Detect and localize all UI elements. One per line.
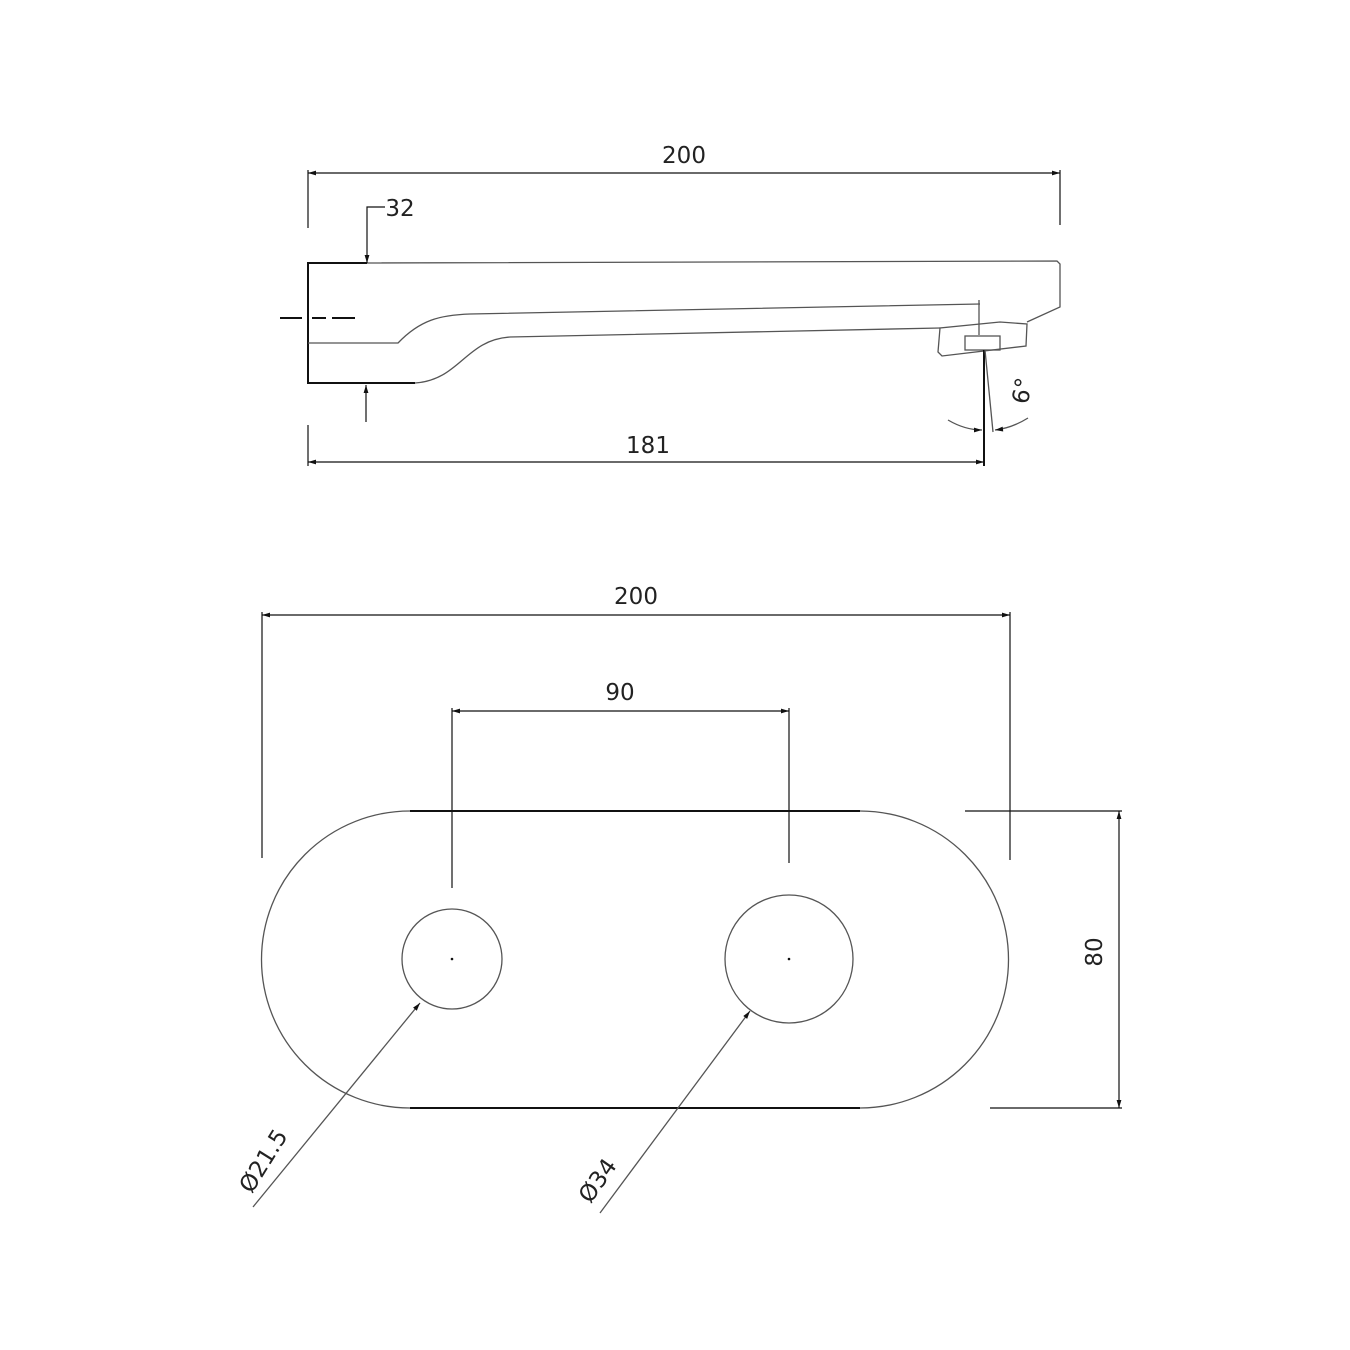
angle-line (984, 349, 994, 433)
small-hole (401, 908, 503, 1010)
aerator (937, 321, 1028, 357)
angle-label: 6° (1008, 376, 1038, 406)
angle-arc-right (994, 417, 1029, 432)
plate-height-label: 80 (1082, 937, 1108, 966)
width-label: 200 (614, 584, 658, 610)
wall-flange (307, 262, 415, 384)
spout-inner-line (308, 303, 981, 344)
length-label: 200 (662, 143, 706, 169)
plate-left-arc (260, 810, 411, 1109)
spout-top-outline (366, 260, 1061, 323)
angle-arc-left (947, 419, 983, 433)
large-hole-leader (599, 1010, 751, 1214)
spout-bottom-outline (414, 327, 941, 384)
large-hole-label: Ø34 (574, 1154, 622, 1208)
plate-view: 200 90 80 Ø21.5 Ø34 (235, 584, 1122, 1214)
height-leader (364, 206, 385, 263)
small-hole-label: Ø21.5 (235, 1125, 294, 1198)
large-hole-center (787, 957, 791, 961)
height-label: 32 (385, 196, 414, 222)
side-view: 200 32 181 6° (280, 143, 1061, 466)
small-hole-center (450, 957, 454, 961)
plate-right-arc (859, 810, 1010, 1109)
centers-label: 90 (605, 680, 634, 706)
aerator-outlet (964, 335, 1001, 351)
large-hole (724, 894, 854, 1024)
outlet-distance-label: 181 (626, 433, 670, 459)
small-hole-leader (252, 1002, 421, 1208)
